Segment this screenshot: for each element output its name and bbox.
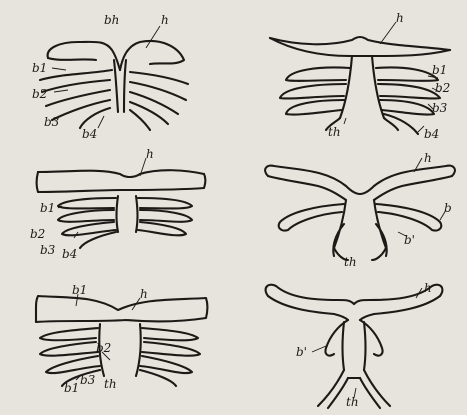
fig6-label-th: th bbox=[346, 395, 359, 409]
fig6-label-b-prime: b' bbox=[296, 345, 307, 359]
fig2-label-b2: b2 bbox=[435, 81, 450, 95]
fig2-label-h: h bbox=[396, 11, 404, 25]
fig2-label-b3: b3 bbox=[432, 101, 448, 115]
fig5-label-th: th bbox=[104, 377, 117, 391]
fig2-label-b1: b1 bbox=[432, 63, 447, 77]
fig1-label-b1: b1 bbox=[32, 61, 47, 75]
fig3-label-b4: b4 bbox=[62, 247, 77, 261]
fig5-label-b1: b1 bbox=[72, 283, 87, 297]
fig2-label-th: th bbox=[328, 125, 341, 139]
fig3-label-b1: b1 bbox=[40, 201, 55, 215]
fig4-label-b: b bbox=[444, 201, 452, 215]
fig1-label-h: h bbox=[161, 13, 169, 27]
fig3-label-h: h bbox=[146, 147, 154, 161]
fig5-label-b1-lower: b1 bbox=[64, 381, 79, 395]
fig1-label-b2: b2 bbox=[32, 87, 47, 101]
fig5-label-h: h bbox=[140, 287, 148, 301]
fig5-label-b3: b3 bbox=[80, 373, 96, 387]
fig3-label-b3: b3 bbox=[40, 243, 56, 257]
fig1-label-b3: b3 bbox=[44, 115, 60, 129]
fig3-label-b2: b2 bbox=[30, 227, 45, 241]
fig1-label-b4: b4 bbox=[82, 127, 97, 141]
fig4-label-th: th bbox=[344, 255, 357, 269]
fig4-label-b-prime: b' bbox=[404, 233, 415, 247]
fig1-label-bh: bh bbox=[104, 13, 119, 27]
fig5-label-b2: b2 bbox=[96, 341, 111, 355]
fig4-label-h: h bbox=[424, 151, 432, 165]
fig6-label-h: h bbox=[424, 281, 432, 295]
fig2-label-b4: b4 bbox=[424, 127, 439, 141]
